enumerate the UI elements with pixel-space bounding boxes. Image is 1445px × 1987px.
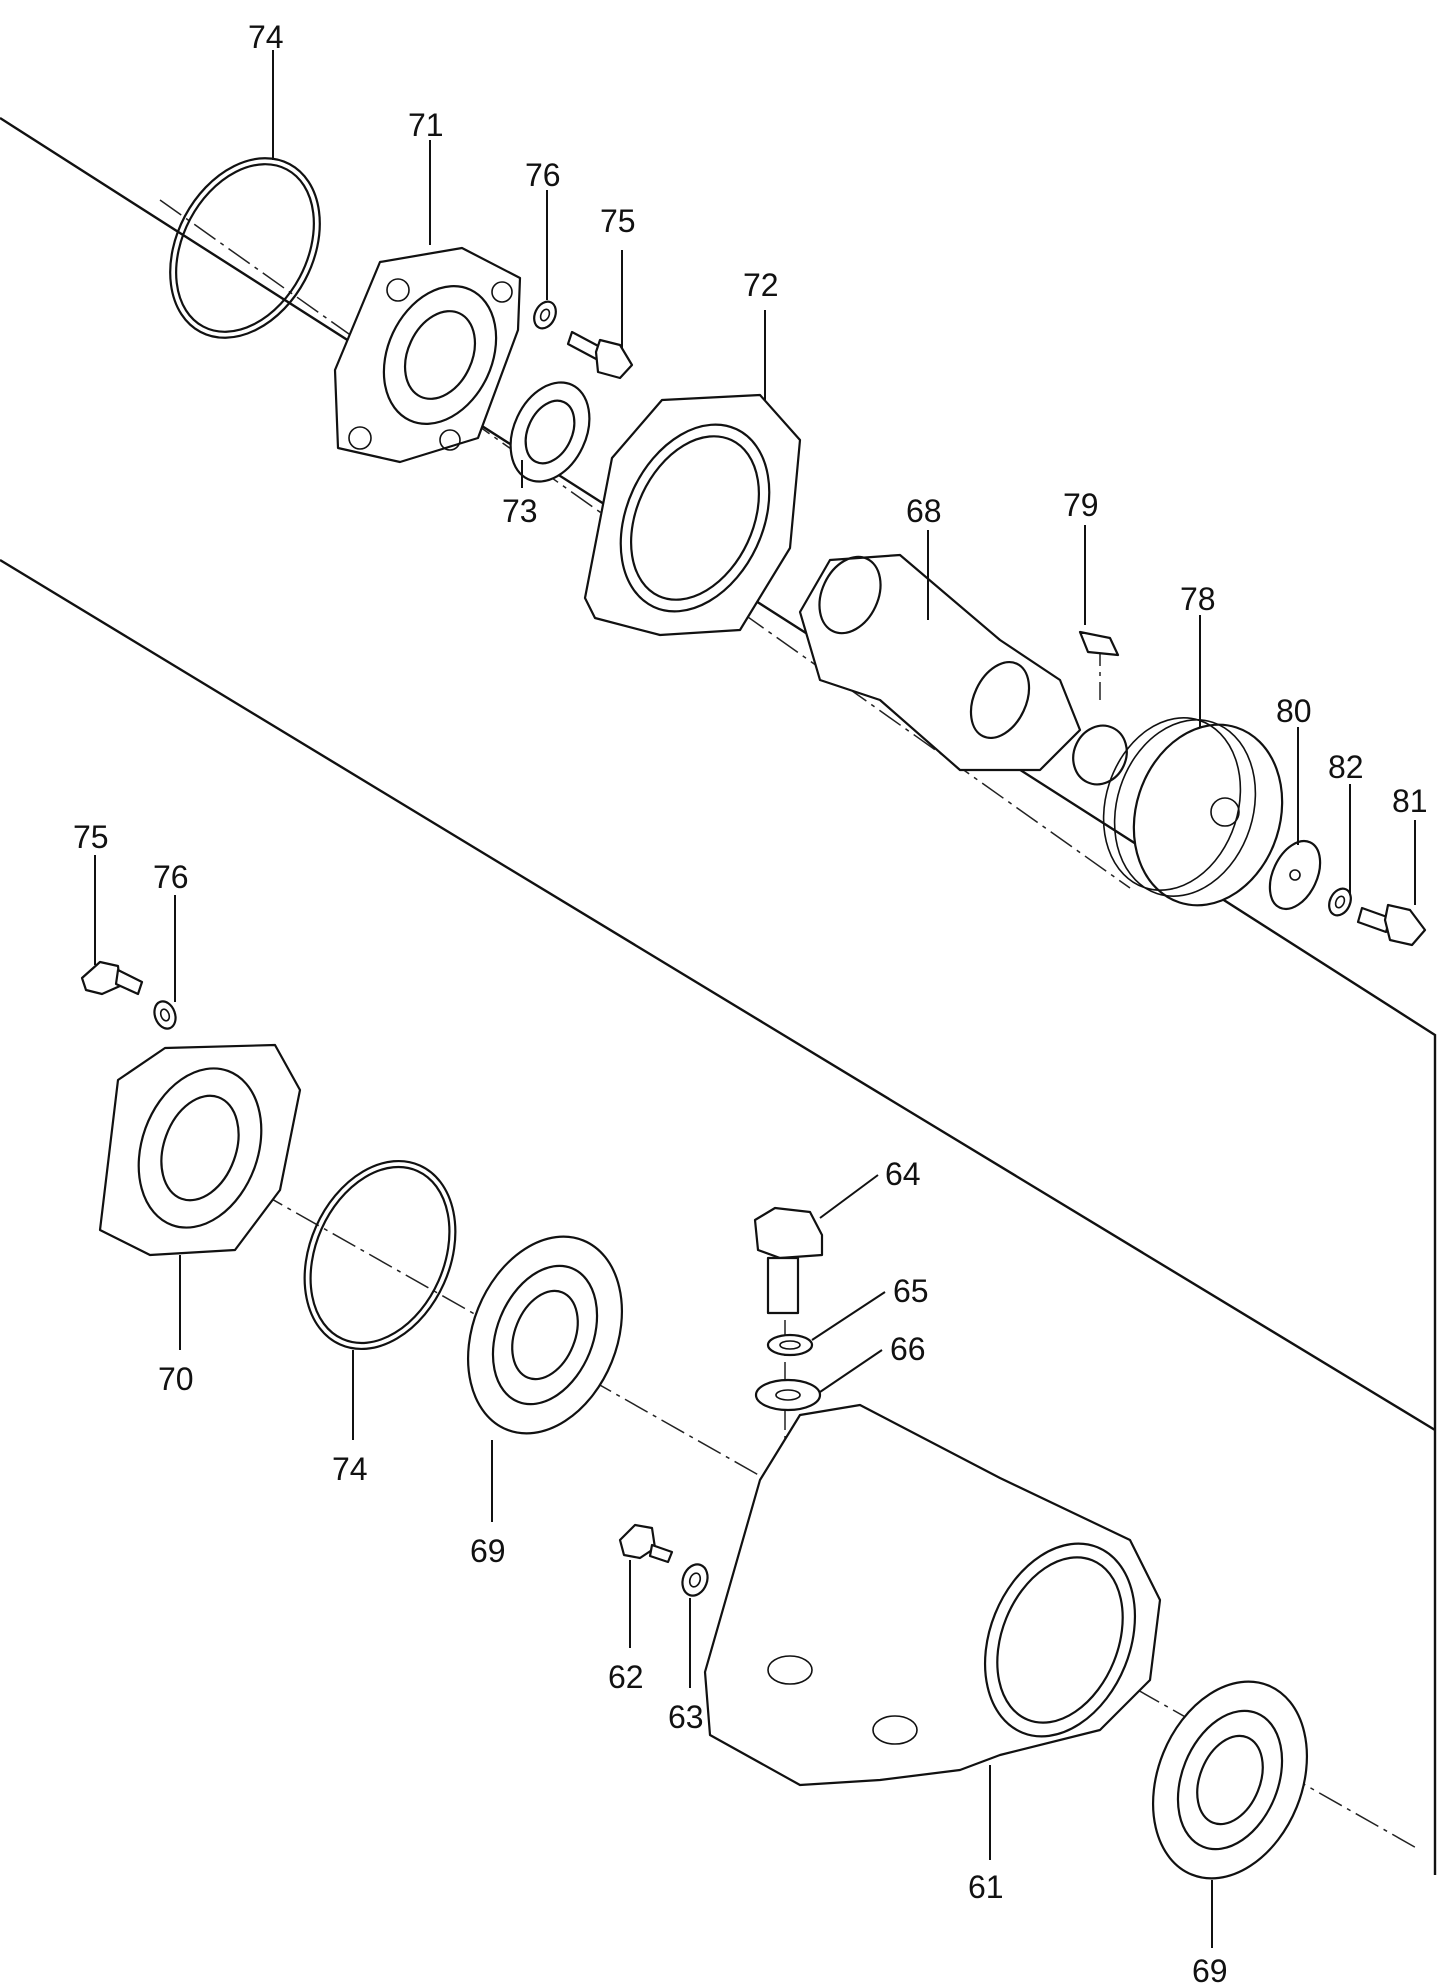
callout-75-left: 75 — [73, 819, 109, 855]
callout-78: 78 — [1180, 581, 1216, 617]
part-68-worm-shaft — [798, 553, 1128, 786]
part-61-gear-case — [703, 1403, 1162, 1787]
part-69-bearing-mid — [466, 1235, 624, 1435]
callout-62: 62 — [608, 1659, 644, 1695]
part-70-bearing-cover — [98, 1043, 302, 1257]
part-75-bolt-top — [566, 330, 634, 380]
part-74-oring-top — [169, 157, 321, 339]
callout-82: 82 — [1328, 749, 1364, 785]
part-75-bolt-left — [80, 960, 144, 996]
part-82-lock-washer — [1328, 887, 1352, 917]
part-73-oil-seal — [509, 381, 591, 483]
callout-63: 63 — [668, 1699, 704, 1735]
part-65-washer — [766, 1333, 814, 1357]
callout-69-bottom: 69 — [1192, 1953, 1228, 1987]
part-79-key — [1078, 630, 1120, 657]
part-80-washer — [1268, 839, 1322, 911]
callout-79: 79 — [1063, 487, 1099, 523]
part-71-bearing-cover — [333, 246, 522, 464]
callout-81: 81 — [1392, 783, 1428, 819]
part-63-washer — [681, 1563, 709, 1597]
part-76-washer-left — [153, 1000, 177, 1030]
callout-75-top: 75 — [600, 203, 636, 239]
callout-71: 71 — [408, 107, 444, 143]
callout-69-mid: 69 — [470, 1533, 506, 1569]
callout-65: 65 — [893, 1273, 929, 1309]
callout-74-bottom: 74 — [332, 1451, 368, 1487]
callout-68: 68 — [906, 493, 942, 529]
frame-lines — [0, 116, 1437, 1875]
part-74-oring-bottom — [303, 1159, 457, 1351]
callout-76-left: 76 — [153, 859, 189, 895]
callout-70: 70 — [158, 1361, 194, 1397]
callout-61: 61 — [968, 1869, 1004, 1905]
callout-73: 73 — [502, 493, 538, 529]
part-78-pulley — [1102, 717, 1284, 907]
callout-80: 80 — [1276, 693, 1312, 729]
part-81-bolt — [1356, 903, 1427, 947]
callout-64: 64 — [885, 1156, 921, 1192]
part-62-drain-plug — [618, 1523, 674, 1564]
part-64-plug — [753, 1206, 824, 1315]
callout-72: 72 — [743, 267, 779, 303]
part-72-flange-housing — [583, 393, 802, 637]
callout-66: 66 — [890, 1331, 926, 1367]
callout-76-top: 76 — [525, 157, 561, 193]
leader-lines — [94, 50, 1416, 1948]
callout-labels: 74 71 76 75 72 73 68 79 78 80 82 81 75 7… — [73, 19, 1428, 1987]
part-76-washer-top — [533, 300, 557, 330]
part-69-bearing-bottom — [1151, 1680, 1309, 1880]
callout-74-top: 74 — [248, 19, 284, 55]
part-66-gasket — [754, 1378, 822, 1412]
